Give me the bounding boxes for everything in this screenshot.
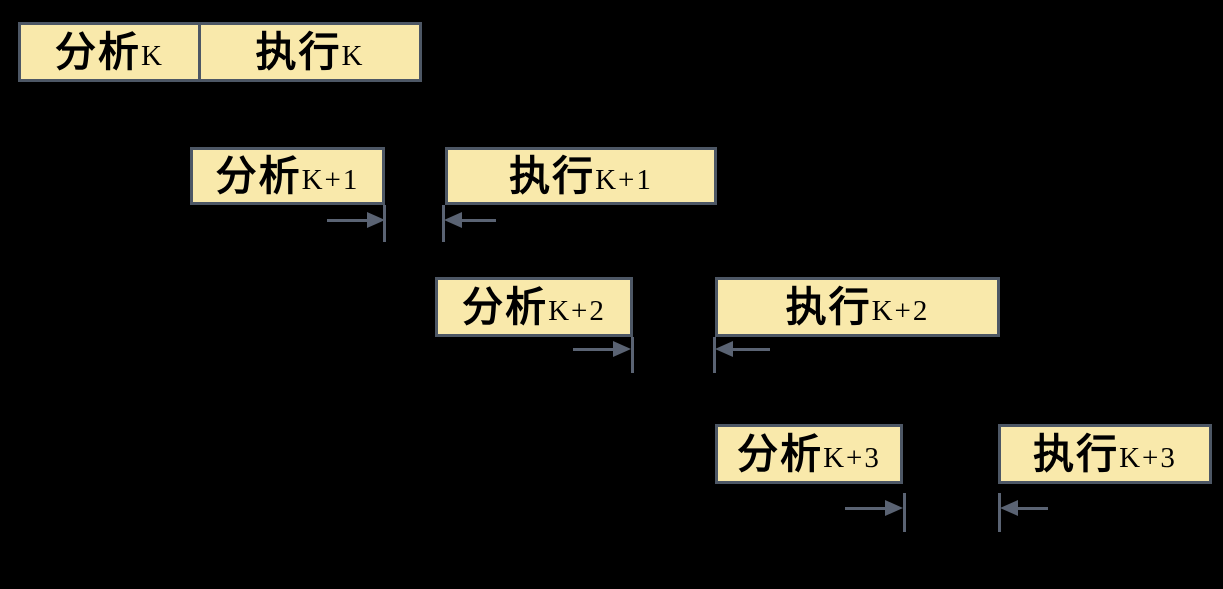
stage-subscript: K	[141, 39, 164, 72]
arrowhead-left-icon	[715, 341, 733, 357]
arrow-to-analysis-end-k3	[845, 500, 903, 516]
stage-subscript: K+1	[301, 163, 360, 196]
arrow-to-execute-start-k2	[715, 341, 770, 357]
execute-start-tick-k1	[442, 205, 445, 242]
analysis-label: 分析	[55, 27, 142, 76]
execute-start-tick-k3	[998, 493, 1001, 532]
arrow-to-execute-start-k1	[444, 212, 496, 228]
analysis-end-tick-k3	[903, 493, 906, 532]
execute-label: 执行	[255, 27, 342, 76]
arrowhead-right-icon	[613, 341, 631, 357]
stage-subscript: K+1	[595, 163, 653, 196]
analysis-end-tick-k2	[631, 337, 634, 373]
analysis-label: 分析	[215, 151, 302, 200]
analysis-label: 分析	[462, 282, 549, 331]
execute-label: 执行	[785, 282, 872, 331]
arrow-to-analysis-end-k1	[327, 212, 385, 228]
analysis-label: 分析	[737, 429, 824, 478]
arrowhead-right-icon	[885, 500, 903, 516]
execute-label: 执行	[1033, 429, 1120, 478]
arrow-to-analysis-end-k2	[573, 341, 631, 357]
execute-start-tick-k2	[713, 337, 716, 373]
arrowhead-left-icon	[1000, 500, 1018, 516]
stage-subscript: K+3	[1119, 441, 1177, 474]
arrow-to-execute-start-k3	[1000, 500, 1048, 516]
arrowhead-right-icon	[367, 212, 385, 228]
stage-subscript: K	[341, 39, 365, 72]
execute-label: 执行	[509, 151, 596, 200]
stage-subscript: K+2	[548, 294, 606, 327]
stage-subscript: K+2	[871, 294, 930, 327]
arrowhead-left-icon	[444, 212, 462, 228]
stage-subscript: K+3	[823, 441, 881, 474]
